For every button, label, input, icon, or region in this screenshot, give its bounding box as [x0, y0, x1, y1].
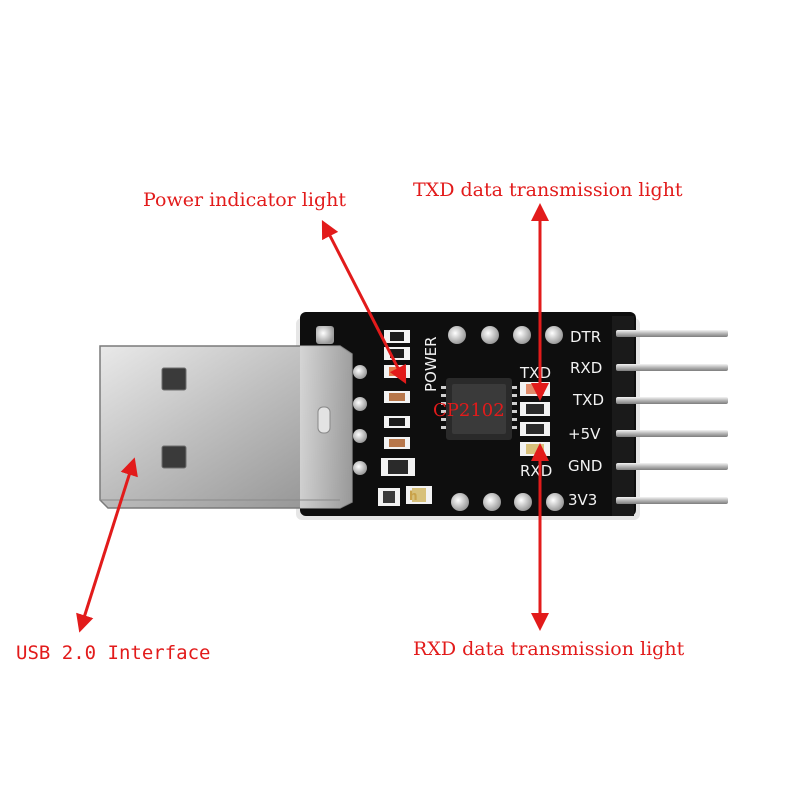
pin-label-gnd: GND — [568, 457, 602, 475]
callout-rxd-light: RXD data transmission light — [413, 638, 685, 660]
annotation-arrows — [76, 203, 549, 633]
arrow-usb — [76, 457, 138, 633]
pin-labels: DTR RXD TXD +5V GND 3V3 — [568, 328, 604, 509]
pin-header — [612, 316, 728, 516]
silk-rxd: RXD — [520, 462, 552, 480]
usb-side-pads — [353, 365, 367, 475]
pin-label-rxd: RXD — [570, 359, 602, 377]
pin-label-3v3: 3V3 — [568, 491, 597, 509]
cp2102-chip — [441, 378, 517, 440]
bottom-pad-row — [451, 493, 564, 511]
usb-connector — [99, 345, 353, 509]
silk-led-h: h — [409, 489, 418, 503]
pin-label-dtr: DTR — [570, 328, 601, 346]
callout-txd-light: TXD data transmission light — [413, 179, 683, 201]
silk-power: POWER — [422, 336, 440, 392]
callout-usb-interface: USB 2.0 Interface — [16, 642, 211, 664]
pin-label-txd: TXD — [572, 391, 604, 409]
callout-power-indicator: Power indicator light — [143, 189, 346, 211]
chip-label: CP2102 — [433, 400, 505, 421]
silk-txd: TXD — [519, 364, 551, 382]
arrow-power — [321, 219, 407, 385]
pin-label-5v: +5V — [568, 425, 601, 443]
